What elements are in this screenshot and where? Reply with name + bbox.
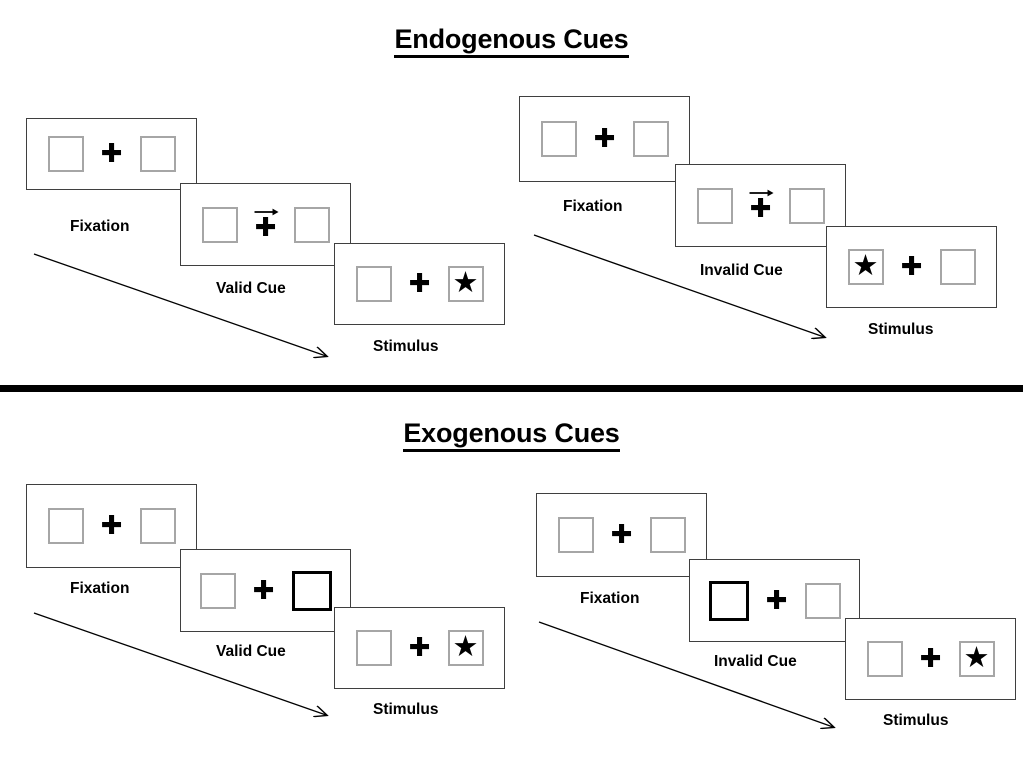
fixation-cross-glyph: ✚	[254, 213, 277, 243]
stim-box-right	[649, 517, 686, 553]
stim-box-left	[540, 121, 577, 157]
fixation-cross: ✚	[100, 509, 123, 543]
panel-endogenous-invalid-fixation[interactable]: ✚	[519, 96, 690, 182]
stim-box-right	[939, 249, 976, 285]
stim-box-left	[355, 266, 392, 302]
timeline-arrow-endogenous-invalid	[533, 234, 858, 350]
panel-label-exogenous-invalid-fixation: Fixation	[580, 590, 640, 607]
fixation-cross-glyph: ✚	[593, 124, 616, 154]
panel-label-endogenous-valid-stimulus: Stimulus	[373, 338, 439, 355]
panel-endogenous-valid-cue[interactable]: ✚	[180, 183, 351, 266]
fixation-cross: ✚	[593, 122, 616, 156]
fixation-cross: ✚	[408, 267, 431, 301]
panel-endogenous-valid-fixation[interactable]: ✚	[26, 118, 197, 190]
panel-label-exogenous-valid-stimulus: Stimulus	[373, 701, 439, 718]
target-star-icon: ★	[452, 630, 479, 663]
panel-label-endogenous-invalid-stimulus: Stimulus	[868, 321, 934, 338]
fixation-cross: ✚	[610, 518, 633, 552]
timeline-arrow-exogenous-valid	[33, 612, 356, 730]
stim-box-right-with-target: ★	[958, 641, 995, 677]
panel-label-exogenous-invalid-cue: Invalid Cue	[714, 653, 797, 670]
fixation-cross-with-arrow-cue: ✚	[254, 208, 279, 243]
target-star-icon: ★	[963, 641, 990, 674]
fixation-cross-glyph: ✚	[408, 269, 431, 299]
panel-endogenous-invalid-stimulus[interactable]: ★ ✚	[826, 226, 997, 308]
panel-exogenous-invalid-stimulus[interactable]: ✚ ★	[845, 618, 1016, 700]
target-star-icon: ★	[852, 249, 879, 282]
panel-label-endogenous-invalid-cue: Invalid Cue	[700, 262, 783, 279]
section-title-exogenous: Exogenous Cues	[0, 418, 1023, 452]
target-star-icon: ★	[452, 266, 479, 299]
fixation-cross: ✚	[900, 250, 923, 284]
stim-box-left	[557, 517, 594, 553]
fixation-cross-glyph: ✚	[252, 575, 275, 606]
timeline-arrow-endogenous-valid	[33, 253, 356, 370]
stim-box-right-with-target: ★	[447, 266, 484, 302]
panel-label-endogenous-valid-fixation: Fixation	[70, 218, 130, 235]
panel-endogenous-valid-stimulus[interactable]: ✚ ★	[334, 243, 505, 325]
stim-box-right	[293, 206, 330, 243]
section-title-exogenous-text: Exogenous Cues	[403, 418, 620, 452]
stim-box-right	[632, 121, 669, 157]
fixation-cross-glyph: ✚	[765, 585, 788, 616]
stim-box-left	[47, 136, 84, 172]
stim-box-left-with-target: ★	[847, 249, 884, 285]
fixation-cross-glyph: ✚	[749, 194, 772, 224]
section-title-endogenous: Endogenous Cues	[0, 24, 1023, 58]
fixation-cross: ✚	[765, 584, 788, 618]
panel-label-exogenous-valid-fixation: Fixation	[70, 580, 130, 597]
stim-box-right	[788, 187, 825, 224]
panel-exogenous-invalid-fixation[interactable]: ✚	[536, 493, 707, 577]
panel-exogenous-invalid-cue[interactable]: ✚	[689, 559, 860, 642]
arrow-right-icon	[749, 189, 774, 196]
panel-label-exogenous-valid-cue: Valid Cue	[216, 643, 286, 660]
stim-box-right	[804, 582, 841, 619]
panel-label-endogenous-invalid-fixation: Fixation	[563, 198, 623, 215]
fixation-cross: ✚	[100, 137, 123, 171]
stim-box-left	[47, 508, 84, 544]
stim-box-left	[201, 206, 238, 243]
fixation-cross-glyph: ✚	[919, 644, 942, 674]
panel-exogenous-valid-fixation[interactable]: ✚	[26, 484, 197, 568]
section-divider	[0, 385, 1023, 392]
stim-box-left	[199, 572, 236, 609]
panel-label-endogenous-valid-cue: Valid Cue	[216, 280, 286, 297]
fixation-cross-glyph: ✚	[900, 252, 923, 282]
fixation-cross: ✚	[252, 574, 275, 608]
panel-endogenous-invalid-cue[interactable]: ✚	[675, 164, 846, 247]
fixation-cross-glyph: ✚	[610, 520, 633, 550]
fixation-cross-glyph: ✚	[100, 511, 123, 541]
timeline-arrow-exogenous-invalid	[538, 621, 863, 742]
stim-box-left-cued	[708, 580, 749, 621]
fixation-cross: ✚	[408, 631, 431, 665]
stim-box-right-cued	[291, 570, 332, 611]
panel-exogenous-valid-stimulus[interactable]: ✚ ★	[334, 607, 505, 689]
fixation-cross-glyph: ✚	[408, 633, 431, 663]
stim-box-left	[866, 641, 903, 677]
stim-box-right	[139, 508, 176, 544]
stim-box-right-with-target: ★	[447, 630, 484, 666]
fixation-cross: ✚	[919, 642, 942, 676]
panel-label-exogenous-invalid-stimulus: Stimulus	[883, 712, 949, 729]
section-title-endogenous-text: Endogenous Cues	[394, 24, 629, 58]
panel-exogenous-valid-cue[interactable]: ✚	[180, 549, 351, 632]
arrow-right-icon	[254, 208, 279, 215]
stim-box-left	[355, 630, 392, 666]
stim-box-right	[139, 136, 176, 172]
fixation-cross-with-arrow-cue: ✚	[749, 189, 774, 224]
fixation-cross-glyph: ✚	[100, 139, 123, 169]
stim-box-left	[696, 187, 733, 224]
